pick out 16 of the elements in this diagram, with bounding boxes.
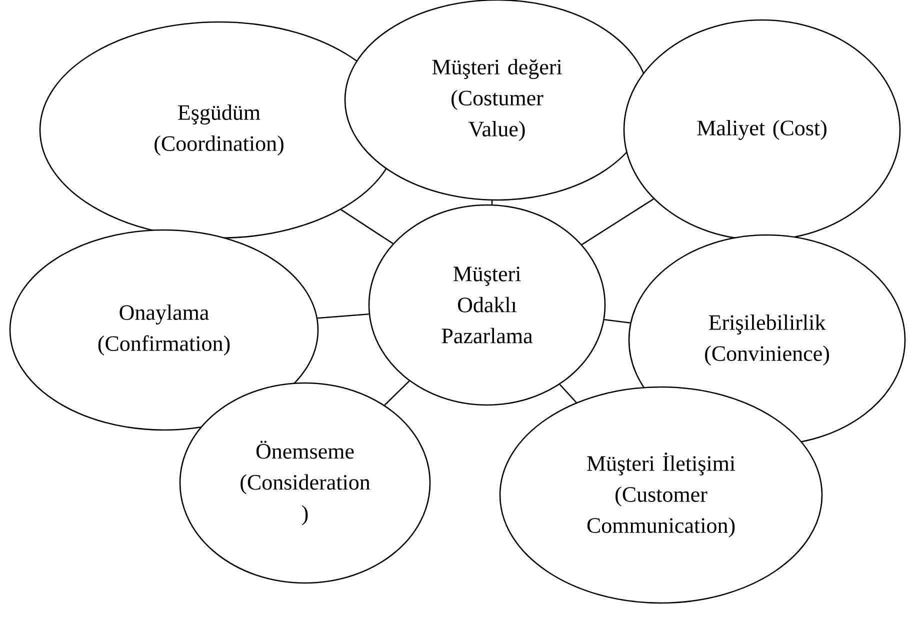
node-label: Erişilebilirlik (Convinience): [705, 314, 829, 366]
connector-line: [604, 319, 630, 324]
ellipse-node: Önemseme (Consideration ): [179, 382, 431, 584]
ellipse-node: Onaylama (Confirmation): [9, 229, 319, 431]
node-label: Müşteri İletişimi (Customer Communication): [587, 452, 736, 538]
connector-line: [582, 198, 654, 246]
connector-line: [340, 209, 394, 244]
ellipse-node: Eşgüdüm (Coordination): [39, 21, 399, 239]
connector-line: [491, 200, 493, 204]
connector-line: [559, 384, 577, 403]
ellipse-node: Maliyet (Cost): [623, 19, 901, 241]
connector-line: [384, 380, 410, 406]
ellipse-node: Müşteri İletişimi (Customer Communication): [499, 386, 823, 604]
connector-line: [318, 313, 369, 319]
ellipse-node: Müşteri Odaklı Pazarlama: [368, 204, 606, 406]
node-label: Maliyet (Cost): [697, 120, 826, 140]
